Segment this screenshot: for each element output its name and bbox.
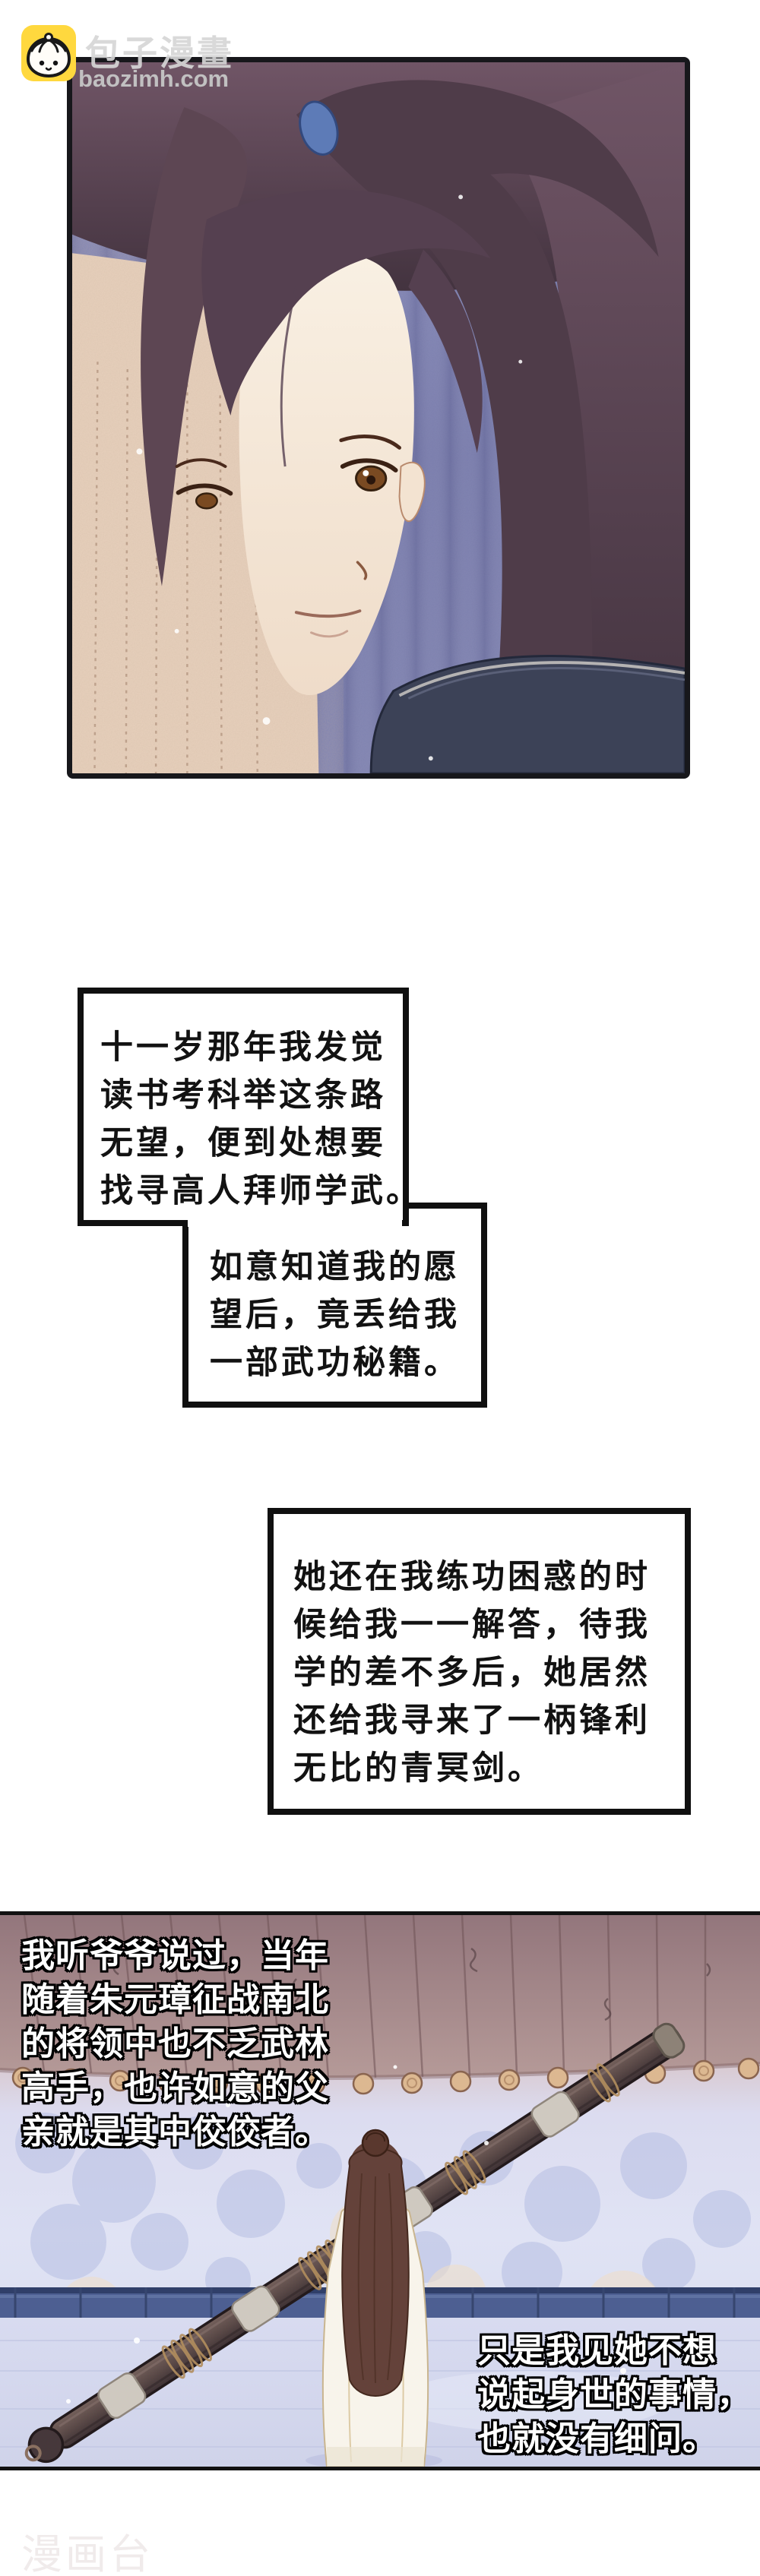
narration-line: 如意知道我的愿	[210, 1249, 460, 1285]
bottom-art-panel	[0, 1911, 760, 2470]
brand-watermark: 包子漫畫	[85, 33, 234, 73]
caption-line: 高手，也许如意的父	[21, 2069, 329, 2107]
caption-line: 的将领中也不乏武林	[21, 2025, 329, 2062]
narration-line: 无比的青冥剑。	[293, 1750, 543, 1787]
narration-line: 找寻高人拜师学武。	[100, 1173, 422, 1209]
top-art-panel	[67, 57, 690, 779]
narration-box-1: 十一岁那年我发觉 读书考科举这条路 无望，便到处想要 找寻高人拜师学武。	[78, 988, 422, 1226]
caption-line: 我听爷爷说过，当年	[21, 1937, 329, 1974]
caption-line: 亲就是其中佼佼者。	[21, 2113, 329, 2151]
baozi-bun-icon	[26, 33, 71, 78]
domain-watermark: baozimh.com	[78, 65, 230, 92]
narration-line: 还给我寻来了一柄锋利	[293, 1702, 651, 1739]
narration-line: 一部武功秘籍。	[210, 1345, 460, 1381]
narration-line: 她还在我练功困惑的时	[293, 1559, 651, 1595]
narration-line: 无望，便到处想要	[100, 1125, 386, 1162]
baozimh-logo	[21, 25, 76, 81]
narration-line: 候给我一一解答，待我	[293, 1607, 651, 1643]
caption-line: 说起身世的事情，	[477, 2376, 751, 2413]
caption-line: 只是我见她不想	[477, 2332, 717, 2369]
caption-line: 随着朱元璋征战南北	[21, 1981, 329, 2018]
bottom-panel-illustration	[0, 1915, 760, 2467]
narration-box-2: 如意知道我的愿 望后，竟丢给我 一部武功秘籍。	[182, 1203, 487, 1408]
caption-line: 也就没有细问。	[477, 2420, 717, 2457]
top-panel-illustration	[72, 62, 685, 773]
box-overlap-patch	[188, 1218, 402, 1227]
caption-left: 我听爷爷说过，当年 随着朱元璋征战南北 的将领中也不乏武林 高手，也许如意的父 …	[21, 1934, 329, 2154]
narration-line: 读书考科举这条路	[100, 1077, 386, 1114]
manhuatai-watermark: 漫画台	[21, 2532, 154, 2576]
narration-box-3: 她还在我练功困惑的时 候给我一一解答，待我 学的差不多后，她居然 还给我寻来了一…	[268, 1508, 691, 1815]
caption-right: 只是我见她不想 说起身世的事情， 也就没有细问。	[477, 2329, 751, 2461]
narration-line: 十一岁那年我发觉	[100, 1029, 386, 1066]
narration-line: 学的差不多后，她居然	[293, 1655, 651, 1691]
narration-line: 望后，竟丢给我	[210, 1297, 460, 1333]
